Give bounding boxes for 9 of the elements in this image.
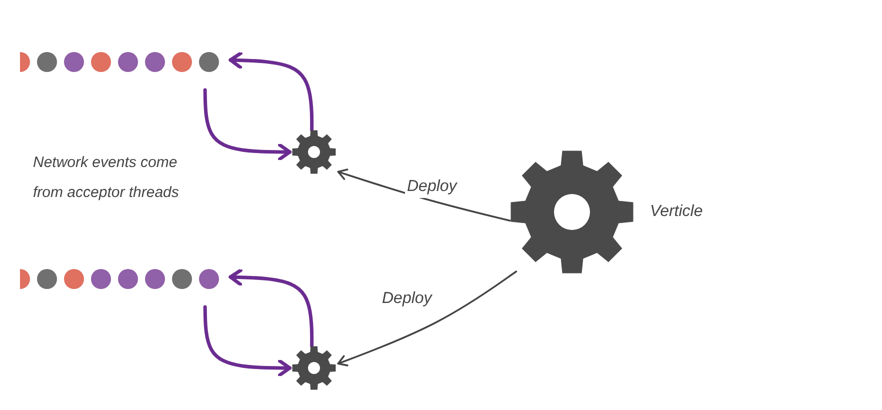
arrow [337, 270, 518, 366]
note-text: Network events come from acceptor threads [33, 153, 180, 203]
component-label: Verticle [650, 202, 703, 222]
arrow [228, 52, 314, 132]
arrow [337, 168, 511, 222]
arrow [228, 268, 314, 348]
arrow [203, 305, 292, 377]
edge-label: Deploy [405, 176, 459, 198]
arrow [203, 88, 292, 161]
